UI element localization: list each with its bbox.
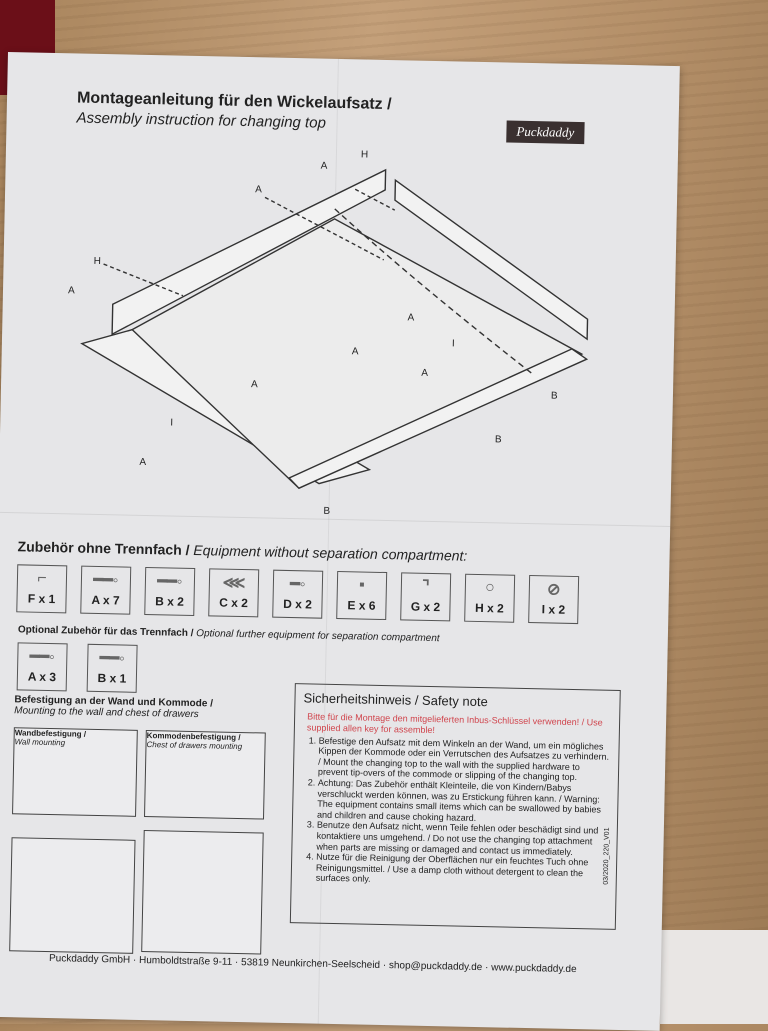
footer: Puckdaddy GmbH · Humboldtstraße 9-11 · 5… <box>48 953 577 976</box>
document-code: 03/2020_220_V01 <box>602 827 611 885</box>
angle-bracket-icon: ⌝ <box>421 578 430 596</box>
part-label: A x 7 <box>91 592 120 608</box>
bolt-icon: ━━◦ <box>99 650 125 668</box>
part-label: I x 2 <box>541 602 566 617</box>
allen-key-icon: ⌐ <box>37 569 47 587</box>
assembly-diagram: A H A H A A A A A I A I B B B <box>68 149 589 517</box>
chest-mounting-box: Kommodenbefestigung /Chest of drawers mo… <box>144 730 266 820</box>
part-box: ━━◦ B x 1 <box>86 643 138 693</box>
part-box: ━━◦ A x 7 <box>80 565 132 615</box>
wall-detail-box <box>9 837 136 954</box>
small-screw-icon: ▪ <box>358 576 365 594</box>
part-label: G x 2 <box>410 599 441 615</box>
safety-item: Achtung: Das Zubehör enthält Kleinteile,… <box>317 778 610 827</box>
safety-title: Sicherheitshinweis / Safety note <box>303 690 611 712</box>
equipment-title-en: Equipment without separation compartment… <box>193 541 468 564</box>
safety-item: Nutze für die Reinigung der Oberflächen … <box>316 852 609 890</box>
bolt-icon: ━━◦ <box>93 571 119 590</box>
diagram-label: A <box>321 161 328 172</box>
dowel-icon: ⋘ <box>222 574 246 593</box>
diagram-label: B <box>323 506 330 517</box>
part-box: ○ H x 2 <box>464 573 516 623</box>
cap-icon: ○ <box>484 579 495 597</box>
part-label: E x 6 <box>347 598 376 613</box>
bolt-icon: ━━◦ <box>157 573 183 591</box>
chest-detail-box <box>141 830 264 955</box>
optional-title-de: Optional Zubehör für das Trennfach / <box>17 624 197 640</box>
wall-label-en: Wall mounting <box>14 737 66 748</box>
diagram-label: B <box>551 390 558 401</box>
part-label: C x 2 <box>219 595 249 611</box>
screw-icon: ━◦ <box>290 576 306 594</box>
diagram-label: I <box>452 338 455 349</box>
part-box: ⌐ F x 1 <box>16 564 68 614</box>
brand-logo: Puckdaddy <box>506 120 585 145</box>
equipment-list: ⌐ F x 1 ━━◦ A x 7 ━━◦ B x 2 ⋘ C x 2 ━◦ D x 2 ▪ E x … <box>16 564 580 625</box>
safety-item: Befestige den Aufsatz mit dem Winkeln an… <box>318 735 611 784</box>
diagram-label: A <box>407 312 414 323</box>
diagram-label: I <box>170 417 173 428</box>
part-box: ⌝ G x 2 <box>400 572 452 622</box>
part-label: A x 3 <box>27 669 57 685</box>
optional-title: Optional Zubehör für das Trennfach / Opt… <box>18 624 440 644</box>
part-label: B x 2 <box>155 594 185 609</box>
part-box: ━━◦ A x 3 <box>16 642 68 692</box>
diagram-label: A <box>352 346 359 357</box>
safety-title-en: Safety note <box>421 692 488 710</box>
wall-mounting-box: Wandbefestigung /Wall mounting <box>12 727 138 817</box>
part-label: H x 2 <box>474 600 504 616</box>
diagram-label: A <box>251 379 258 390</box>
part-label: D x 2 <box>283 596 312 612</box>
part-box: ⋘ C x 2 <box>208 568 260 618</box>
chest-label-en: Chest of drawers mounting <box>146 740 243 752</box>
optional-list: ━━◦ A x 3 ━━◦ B x 1 <box>16 642 138 693</box>
diagram-label: A <box>421 368 428 379</box>
part-box: ▪ E x 6 <box>336 571 388 621</box>
safety-note: Sicherheitshinweis / Safety note Bitte f… <box>289 683 621 930</box>
instruction-sheet: Montageanleitung für den Wickelaufsatz /… <box>0 52 680 1031</box>
part-box: ━◦ D x 2 <box>272 569 324 619</box>
optional-title-en: Optional further equipment for separatio… <box>196 628 440 645</box>
equipment-title: Zubehör ohne Trennfach / Equipment witho… <box>17 538 467 563</box>
part-label: B x 1 <box>97 671 127 686</box>
subtitle: Assembly instruction for changing top <box>76 109 327 132</box>
part-label: F x 1 <box>27 591 56 607</box>
diagram-label: A <box>139 457 146 468</box>
part-box: ━━◦ B x 2 <box>144 566 196 617</box>
bolt-icon: ━━◦ <box>29 648 55 667</box>
diagram-label: H <box>361 149 368 160</box>
equipment-title-de: Zubehör ohne Trennfach / <box>17 538 194 558</box>
bracket-icon: ⊘ <box>546 581 561 599</box>
floor <box>660 930 768 1024</box>
part-box: ⊘ I x 2 <box>528 575 580 625</box>
safety-title-de: Sicherheitshinweis / <box>303 690 423 708</box>
diagram-label: A <box>68 285 75 296</box>
diagram-label: B <box>495 434 502 445</box>
mounting-title: Befestigung an der Wand und Kommode /Mou… <box>14 694 274 721</box>
diagram-label: A <box>255 184 262 195</box>
diagram-label: H <box>94 256 101 267</box>
